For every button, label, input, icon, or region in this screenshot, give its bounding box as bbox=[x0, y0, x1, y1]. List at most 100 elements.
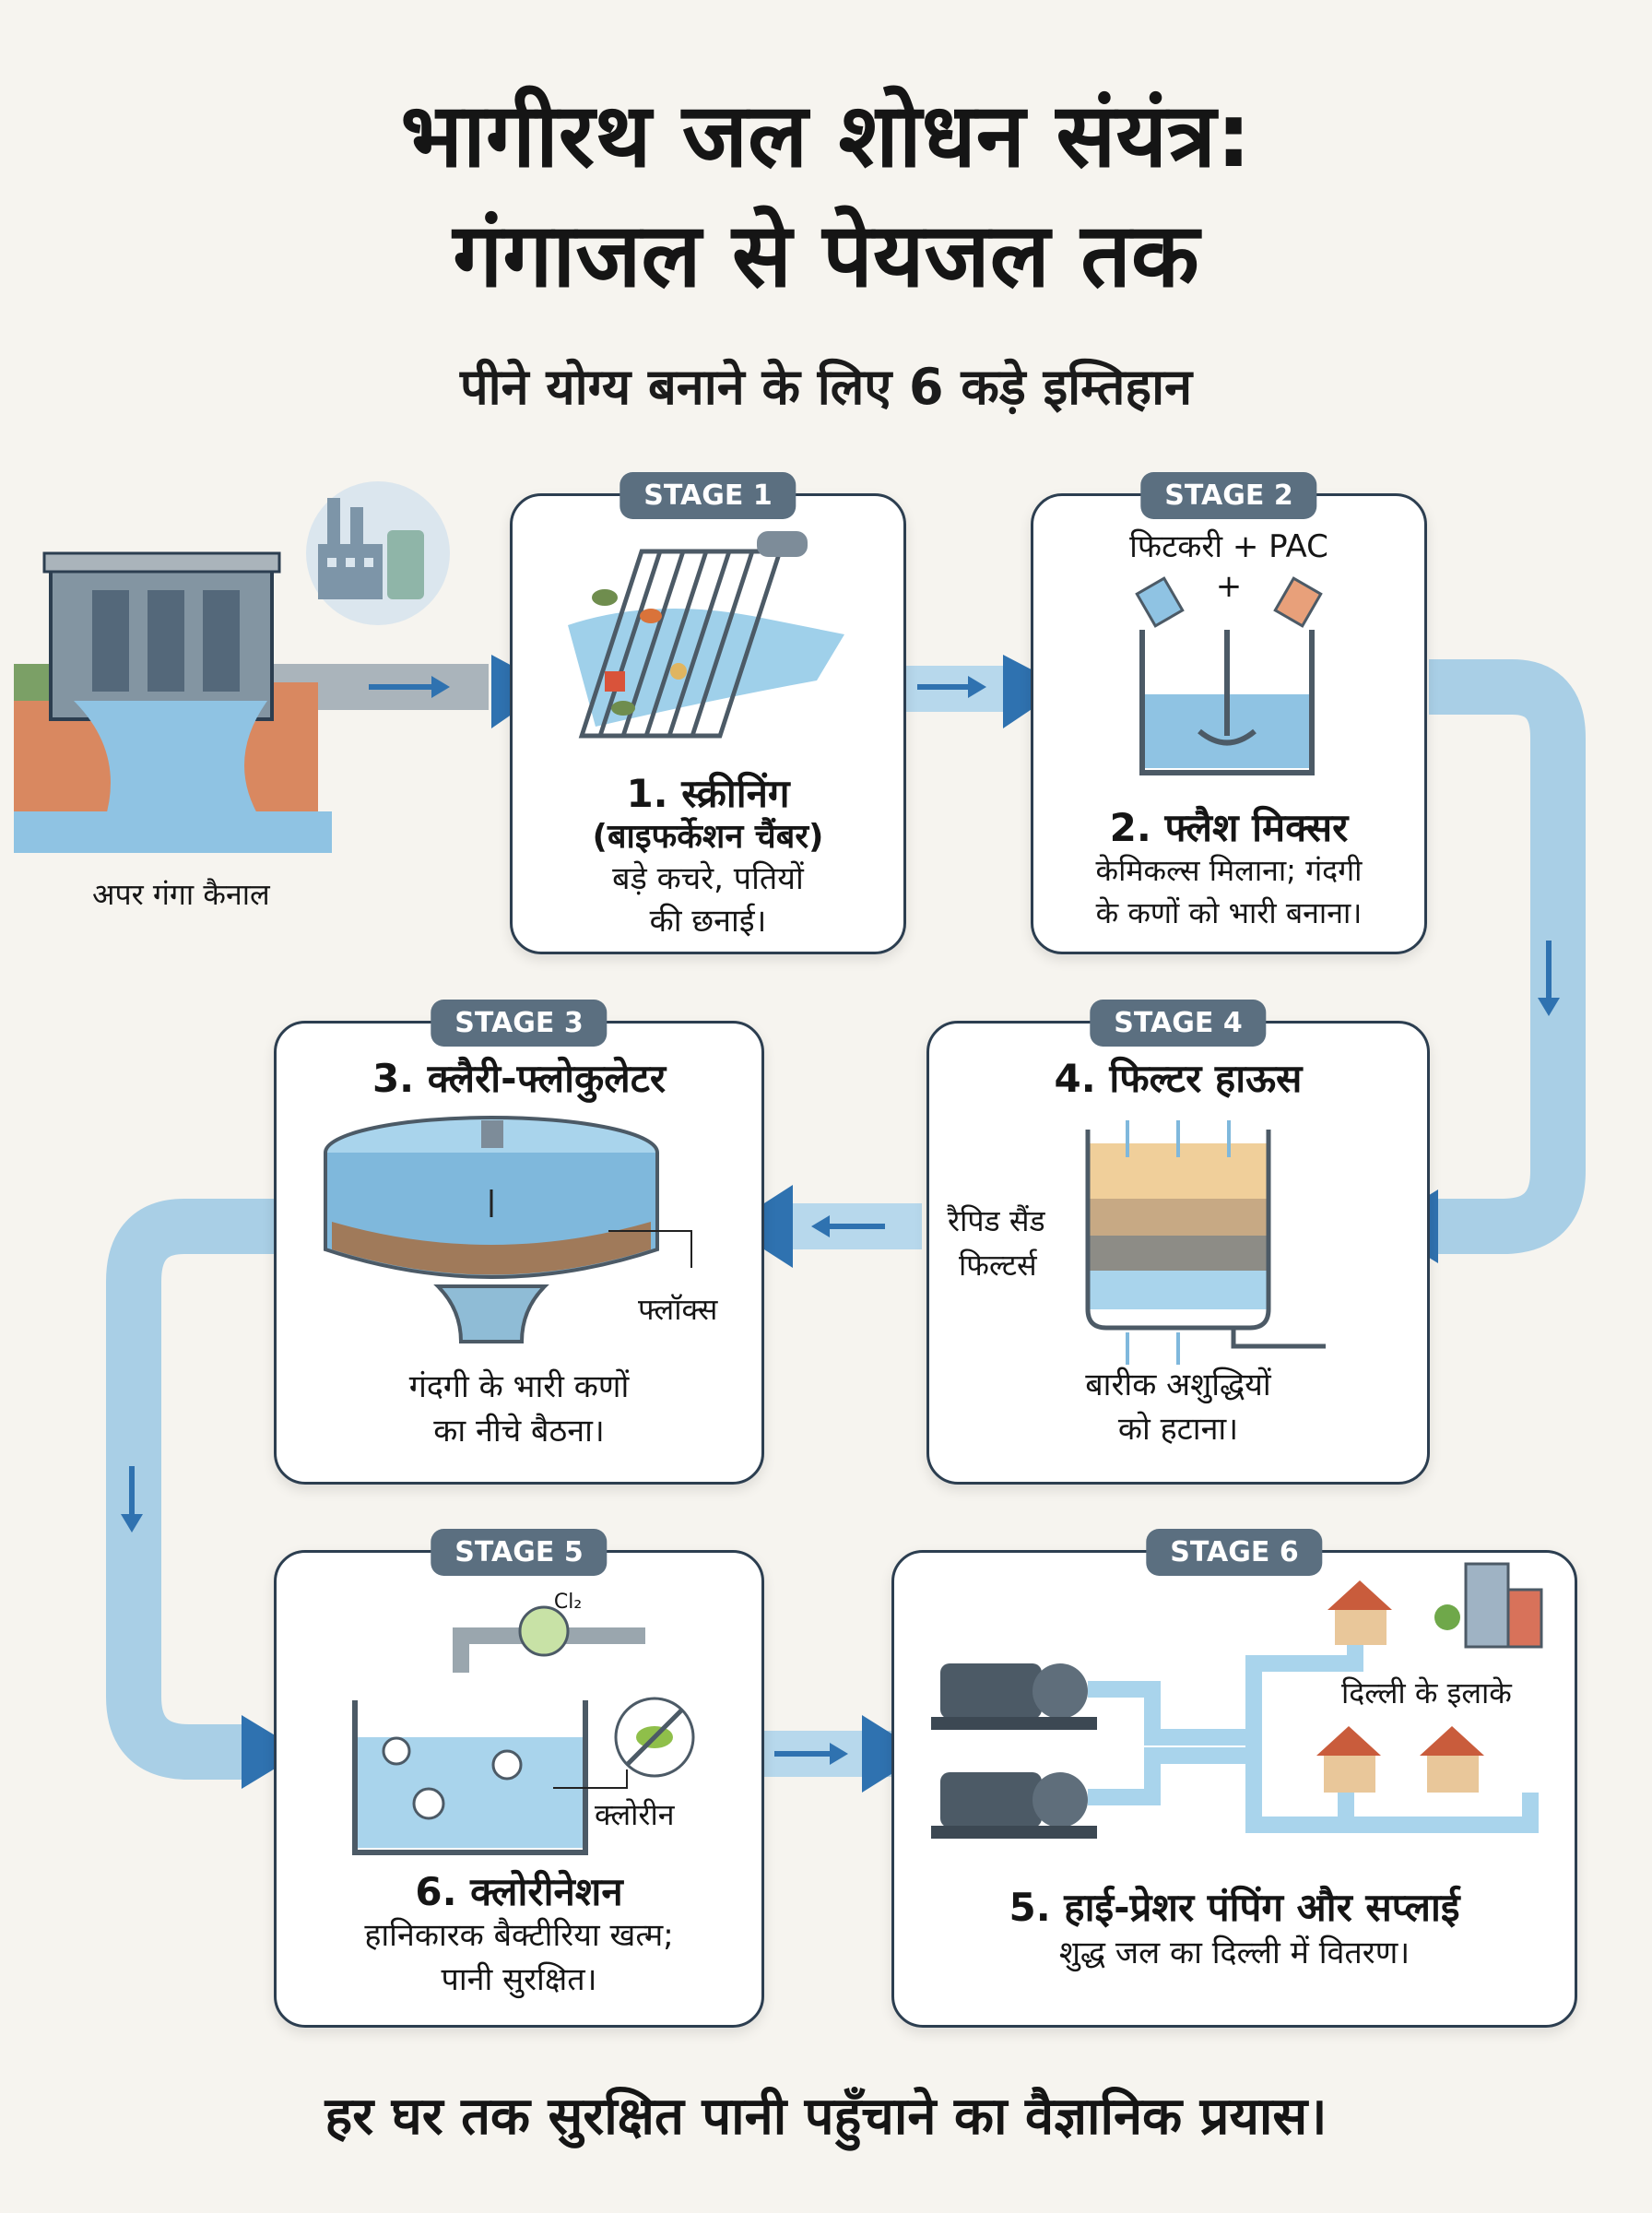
flow-arrowhead-stage5 bbox=[242, 1715, 302, 1789]
filter-house-illustration bbox=[1085, 1120, 1326, 1365]
factory-icon bbox=[318, 498, 424, 599]
mixer-impeller bbox=[1198, 728, 1257, 746]
stage-3-title: 3. क्लैरी-फ्लोकुलेटर bbox=[372, 1056, 667, 1101]
pump-icon bbox=[931, 1663, 1097, 1730]
stage-1-title: 1. स्क्रीनिंग bbox=[626, 771, 790, 816]
dam-water-fall bbox=[74, 701, 267, 830]
dam-top bbox=[42, 551, 281, 574]
stage-1-desc-line1: बड़े कचरे, पतियों bbox=[612, 860, 804, 897]
flow-arrowhead-small bbox=[1538, 998, 1560, 1016]
flow-arrowhead-small bbox=[968, 676, 986, 698]
flow-band-2-4 bbox=[1429, 659, 1586, 1254]
stage-2-chem-label: फिटकरी + PAC bbox=[1129, 528, 1328, 565]
filtered-water bbox=[1088, 1271, 1268, 1309]
area-label: दिल्ली के इलाके bbox=[1341, 1675, 1512, 1710]
stage-4-card: STAGE 4 4. फिल्टर हाऊस रैपिड सैंड फिल्टर… bbox=[926, 1000, 1430, 1485]
stage-4-badge: STAGE 4 bbox=[1090, 1000, 1267, 1047]
pumping-illustration bbox=[931, 1562, 1543, 1839]
stage-3-desc-line2: का नीचे बैठना। bbox=[433, 1413, 605, 1450]
canal-water bbox=[14, 811, 332, 853]
filter-label-line2: फिल्टर्स bbox=[959, 1248, 1037, 1283]
house-icon bbox=[1420, 1726, 1484, 1793]
distribution-pipes bbox=[1245, 1636, 1539, 1833]
stage-1-desc-line2: की छनाई। bbox=[649, 903, 767, 940]
stage-2-plus: + bbox=[1215, 568, 1243, 605]
leaf-icon bbox=[611, 701, 635, 716]
mixer-tank bbox=[1139, 630, 1315, 775]
flow-arrowhead-small bbox=[121, 1514, 143, 1533]
stage-2-desc-line2: के कणों को भारी बनाना। bbox=[1095, 895, 1363, 930]
tree-icon bbox=[1434, 1604, 1460, 1630]
stage-5-desc-line2: पानी सुरक्षित। bbox=[441, 1961, 597, 1998]
stage-3-desc-line1: गंदगी के भारी कणों bbox=[408, 1368, 630, 1405]
stage-1-subtitle: (बाइफर्केशन चैंबर) bbox=[592, 818, 824, 856]
flow-arrowhead-small bbox=[811, 1215, 830, 1237]
screening-illustration bbox=[568, 531, 844, 739]
stage-6-title: 5. हाई-प्रेशर पंपिंग और सप्लाई bbox=[1009, 1885, 1460, 1930]
stage-2-title: 2. फ्लैश मिक्सर bbox=[1109, 805, 1349, 850]
stage-1-badge: STAGE 1 bbox=[620, 472, 796, 519]
chlorine-pointer bbox=[553, 1769, 628, 1789]
page-title-line1: भागीरथ जल शोधन संयंत्र: bbox=[400, 84, 1252, 187]
flash-mixer-illustration bbox=[1135, 576, 1323, 775]
flow-arrowhead-small bbox=[830, 1743, 848, 1765]
stage-2-card: STAGE 2 फिटकरी + PAC + 2. फ्लैश मिक्सर क… bbox=[1031, 472, 1427, 954]
chemical-beaker-icon bbox=[1135, 576, 1185, 628]
clarifier-center bbox=[481, 1120, 503, 1148]
chem-symbol: Cl₂ bbox=[553, 1591, 583, 1614]
chlorine-label: क्लोरीन bbox=[595, 1797, 675, 1832]
house-icon bbox=[1316, 1726, 1381, 1793]
stage-3-card: STAGE 3 3. क्लैरी-फ्लोकुलेटर फ्लॉक्स गंद… bbox=[274, 1000, 764, 1485]
flocs-label: फ्लॉक्स bbox=[638, 1292, 718, 1327]
source-label: अपर गंगा कैनाल bbox=[92, 877, 270, 912]
dam-gate bbox=[92, 590, 129, 692]
chlorine-pipe bbox=[453, 1627, 645, 1673]
bacteria-icon bbox=[382, 1736, 411, 1766]
pump-icon bbox=[931, 1772, 1097, 1839]
stone-layer bbox=[1088, 1236, 1268, 1271]
stage-5-title: 6. क्लोरीनेशन bbox=[415, 1869, 623, 1914]
stage-4-title: 4. फिल्टर हाऊस bbox=[1054, 1056, 1303, 1101]
bacteria-icon bbox=[491, 1749, 523, 1781]
leaf-icon bbox=[640, 609, 662, 623]
pump-pipes bbox=[1088, 1681, 1254, 1805]
chlorine-gas-badge bbox=[518, 1605, 570, 1657]
dam-gate bbox=[148, 590, 184, 692]
screen-bars bbox=[578, 549, 784, 739]
clarifier-illustration bbox=[324, 1116, 692, 1343]
stage-5-desc-line1: हानिकारक बैक्टीरिया खत्म; bbox=[364, 1917, 674, 1954]
debris-icon bbox=[670, 663, 687, 680]
filter-label-line1: रैपिड सैंड bbox=[948, 1203, 1045, 1238]
gravel-layer bbox=[1088, 1199, 1268, 1236]
no-slash bbox=[625, 1708, 684, 1767]
stage-5-card: STAGE 5 Cl₂ क्लोरीन 6. क्लोरीनेशन हानिका… bbox=[274, 1529, 764, 2028]
clarifier-outlet bbox=[433, 1284, 549, 1343]
stage-6-card: STAGE 6 दिल्ली के इ bbox=[891, 1529, 1577, 2028]
stage-1-card: STAGE 1 1. स्क्रीनिंग (बाइफर्केशन चैंबर)… bbox=[510, 472, 906, 954]
leaf-icon bbox=[592, 589, 618, 606]
debris-icon bbox=[605, 671, 625, 692]
screen-roller bbox=[757, 531, 808, 557]
stage-4-desc-line1: बारीक अशुद्धियों bbox=[1085, 1367, 1271, 1403]
filter-tank bbox=[1085, 1130, 1271, 1331]
stage-5-badge: STAGE 5 bbox=[431, 1529, 608, 1576]
chlorination-tank bbox=[352, 1700, 588, 1855]
chemical-beaker-icon bbox=[1273, 576, 1323, 628]
stage-6-desc-line1: शुद्ध जल का दिल्ली में वितरण। bbox=[1058, 1935, 1410, 1971]
building-icon bbox=[1464, 1562, 1543, 1649]
dam-gate bbox=[203, 590, 240, 692]
stage-2-desc-line1: केमिकल्स मिलाना; गंदगी bbox=[1095, 853, 1363, 888]
bacteria-icon bbox=[412, 1787, 445, 1820]
sediment-layer bbox=[332, 1222, 651, 1275]
filter-outlet-pipe bbox=[1231, 1328, 1326, 1349]
flocs-pointer bbox=[608, 1230, 692, 1268]
house-icon bbox=[1328, 1580, 1392, 1645]
flow-arrowhead-small bbox=[431, 676, 450, 698]
stage-4-desc-line2: को हटाना। bbox=[1117, 1411, 1239, 1448]
stage-3-badge: STAGE 3 bbox=[431, 1000, 608, 1047]
page-subtitle: पीने योग्य बनाने के लिए 6 कड़े इम्तिहान bbox=[459, 358, 1193, 416]
stage-2-badge: STAGE 2 bbox=[1140, 472, 1317, 519]
stage-6-badge: STAGE 6 bbox=[1146, 1529, 1323, 1576]
chlorination-illustration bbox=[352, 1605, 695, 1855]
